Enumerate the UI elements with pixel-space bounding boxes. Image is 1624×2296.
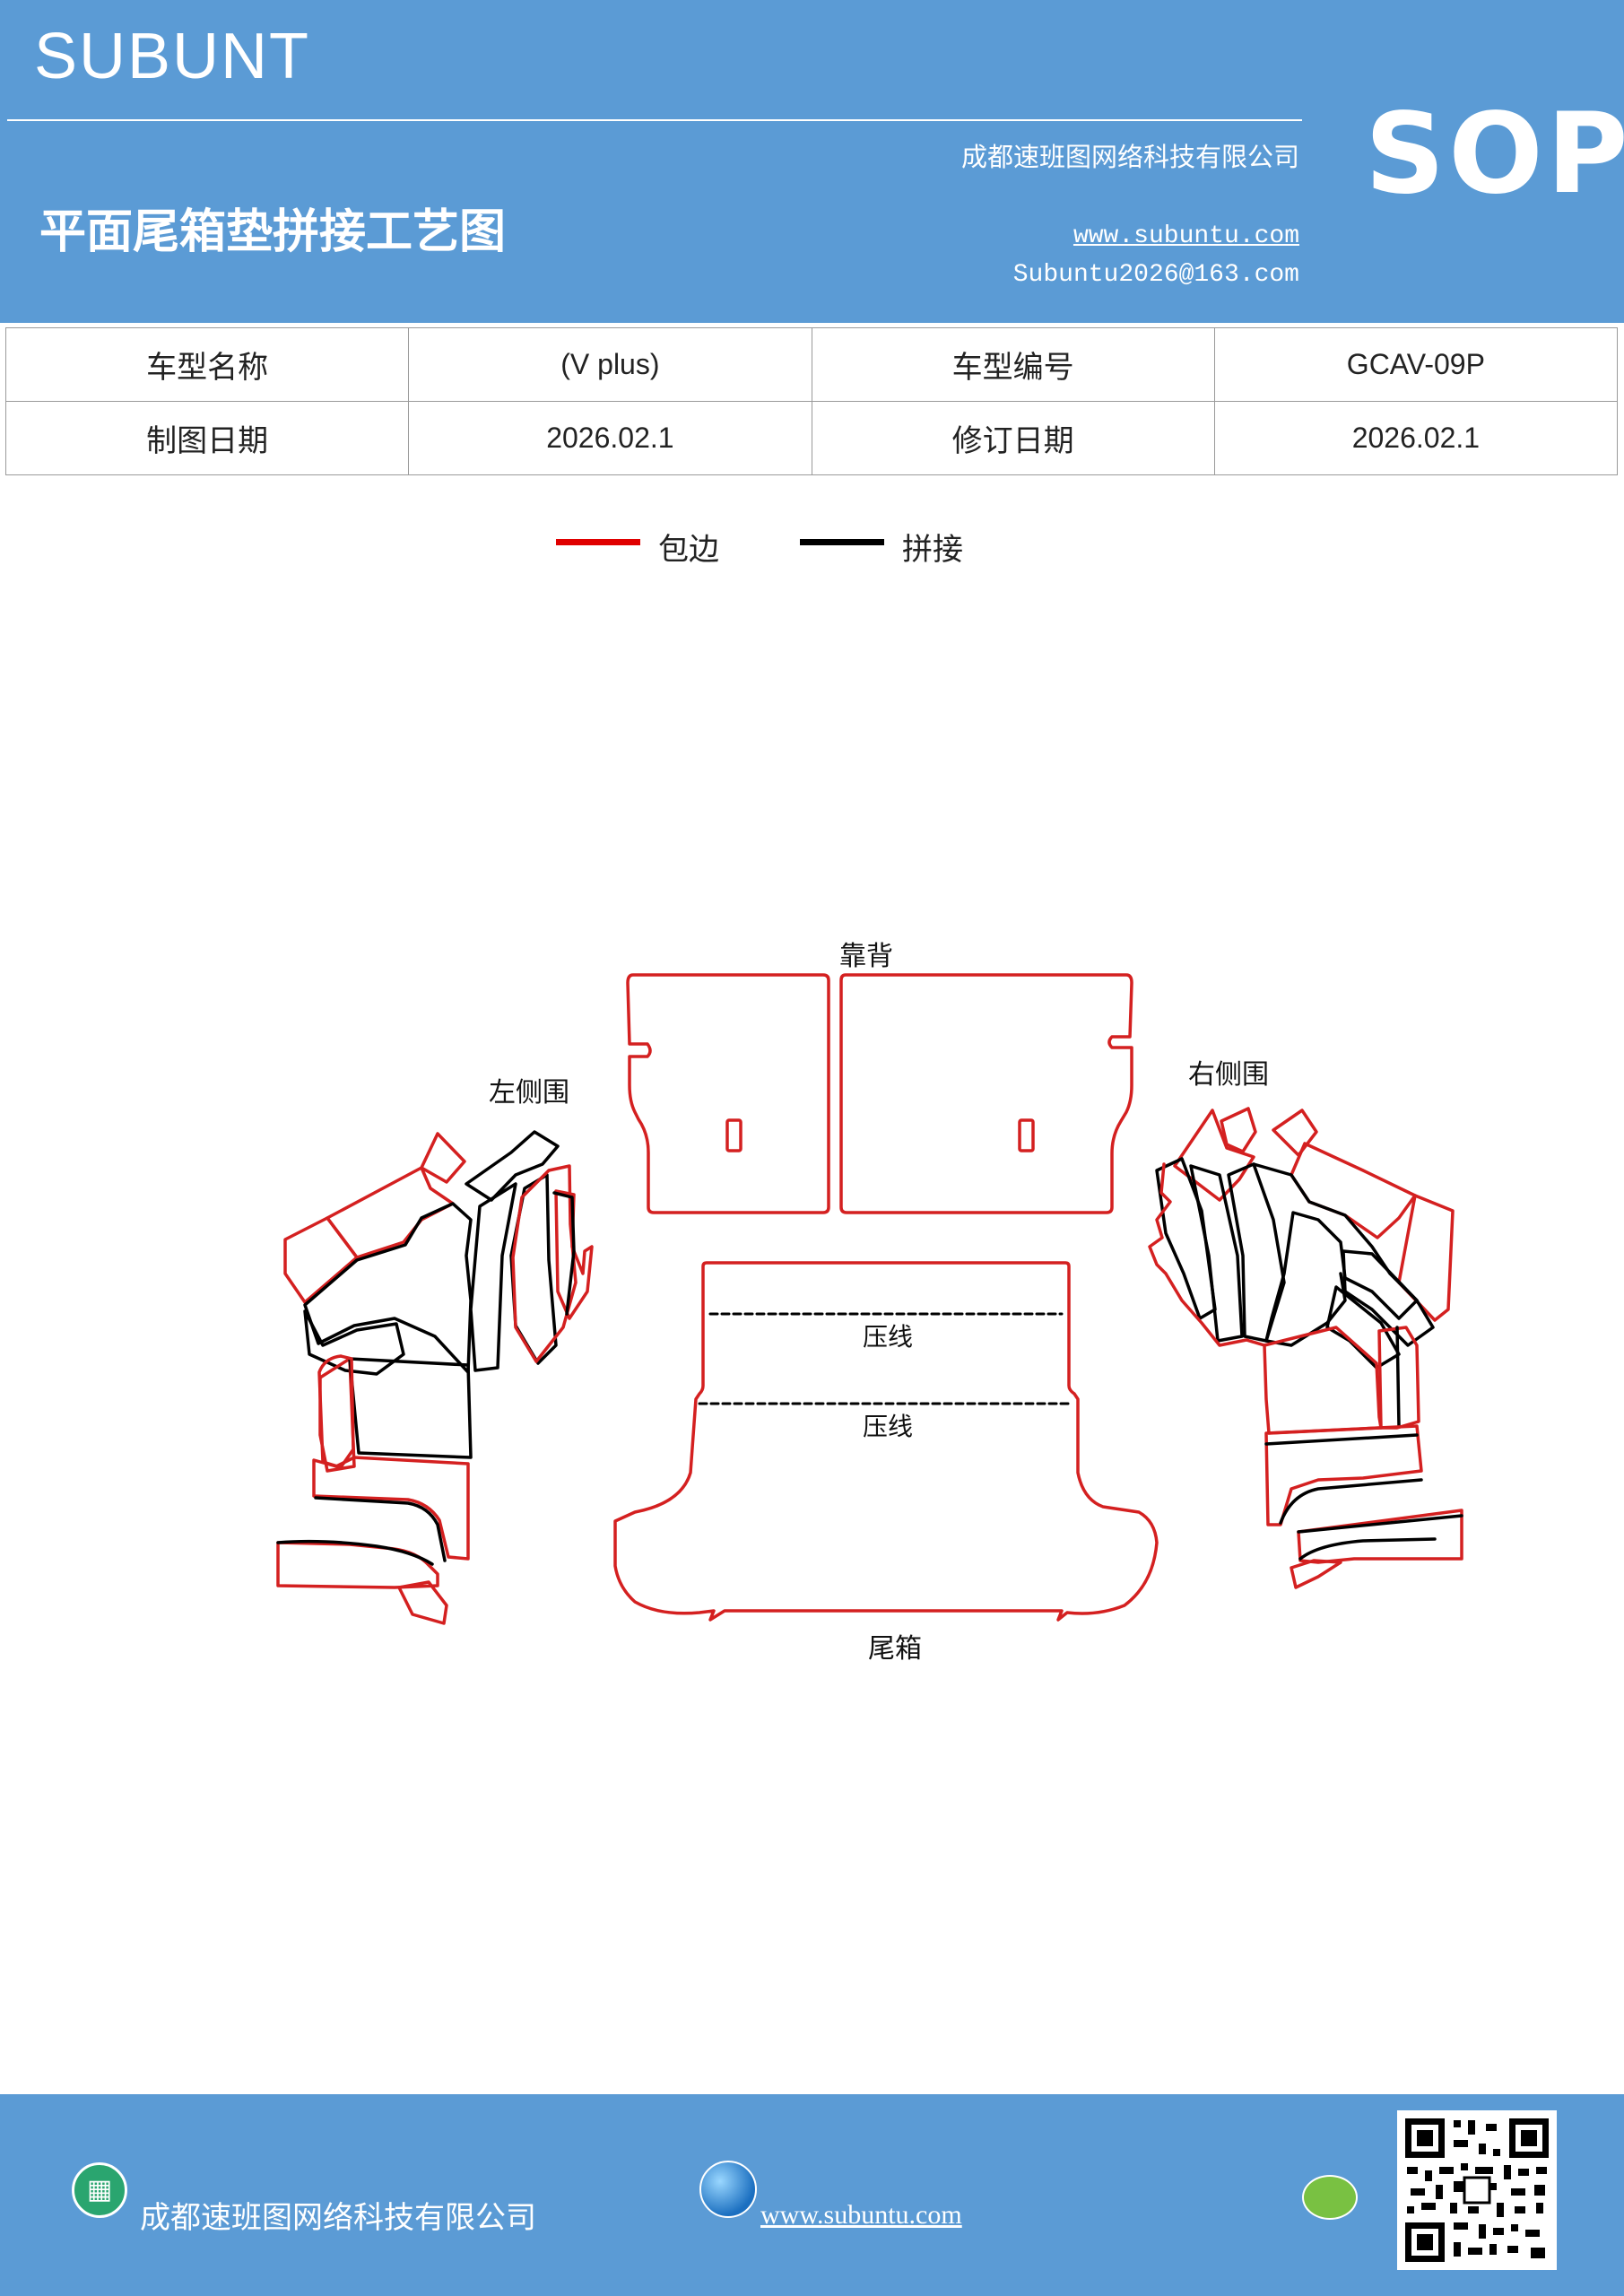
qr-code-icon — [1397, 2110, 1557, 2270]
label-right-side: 右侧围 — [1188, 1059, 1269, 1091]
globe-icon — [699, 2161, 757, 2218]
contact-email[interactable]: Subuntu2026@163.com — [1012, 261, 1299, 289]
label-left-side: 左侧围 — [489, 1077, 569, 1109]
legend-swatch-black — [800, 539, 884, 545]
page-footer: ▦ 成都速班图网络科技有限公司 www.subuntu.com — [0, 2094, 1624, 2296]
model-code-label: 车型编号 — [811, 327, 1215, 402]
wechat-icon — [1302, 2175, 1358, 2220]
label-press-line-1: 压线 — [863, 1322, 913, 1352]
footer-website-link[interactable]: www.subuntu.com — [760, 2200, 962, 2230]
label-press-line-2: 压线 — [863, 1412, 913, 1441]
label-backrest: 靠背 — [839, 941, 893, 972]
building-icon: ▦ — [72, 2162, 127, 2218]
draw-date-label: 制图日期 — [4, 401, 410, 475]
company-name: 成都速班图网络科技有限公司 — [960, 142, 1299, 172]
legend-label: 拼接 — [902, 532, 963, 568]
right-side-panels — [1148, 1107, 1463, 1589]
table-row: 制图日期 2026.02.1 修订日期 2026.02.1 — [4, 401, 1619, 475]
brand-name: SUBUNT — [34, 21, 311, 92]
sop-badge: SOP — [1365, 90, 1624, 219]
backrest-right-slot — [1018, 1118, 1035, 1152]
backrest-right-panel — [839, 973, 1133, 1214]
trunk-floor-panel — [613, 1261, 1159, 1622]
backrest-left-slot — [725, 1118, 743, 1152]
legend-label: 包边 — [658, 532, 719, 568]
model-name-label: 车型名称 — [4, 327, 410, 402]
website-link[interactable]: www.subuntu.com — [1073, 222, 1299, 250]
page-header: SUBUNT 平面尾箱垫拼接工艺图 成都速班图网络科技有限公司 www.subu… — [0, 0, 1624, 323]
header-divider — [7, 119, 1302, 121]
document-title: 平面尾箱垫拼接工艺图 — [39, 205, 507, 259]
table-row: 车型名称 (V plus) 车型编号 GCAV-09P — [4, 327, 1619, 402]
footer-company-name: 成都速班图网络科技有限公司 — [140, 2200, 536, 2236]
legend-swatch-red — [556, 539, 640, 545]
draw-date-value: 2026.02.1 — [408, 401, 812, 475]
revise-date-value: 2026.02.1 — [1213, 401, 1619, 475]
vehicle-info-table: 车型名称 (V plus) 车型编号 GCAV-09P 制图日期 2026.02… — [4, 327, 1619, 475]
backrest-left-panel — [626, 973, 830, 1214]
model-code-value: GCAV-09P — [1213, 327, 1619, 402]
revise-date-label: 修订日期 — [811, 401, 1215, 475]
left-side-panels — [276, 1130, 594, 1625]
label-trunk: 尾箱 — [868, 1633, 922, 1665]
model-name-value: (V plus) — [408, 327, 812, 402]
